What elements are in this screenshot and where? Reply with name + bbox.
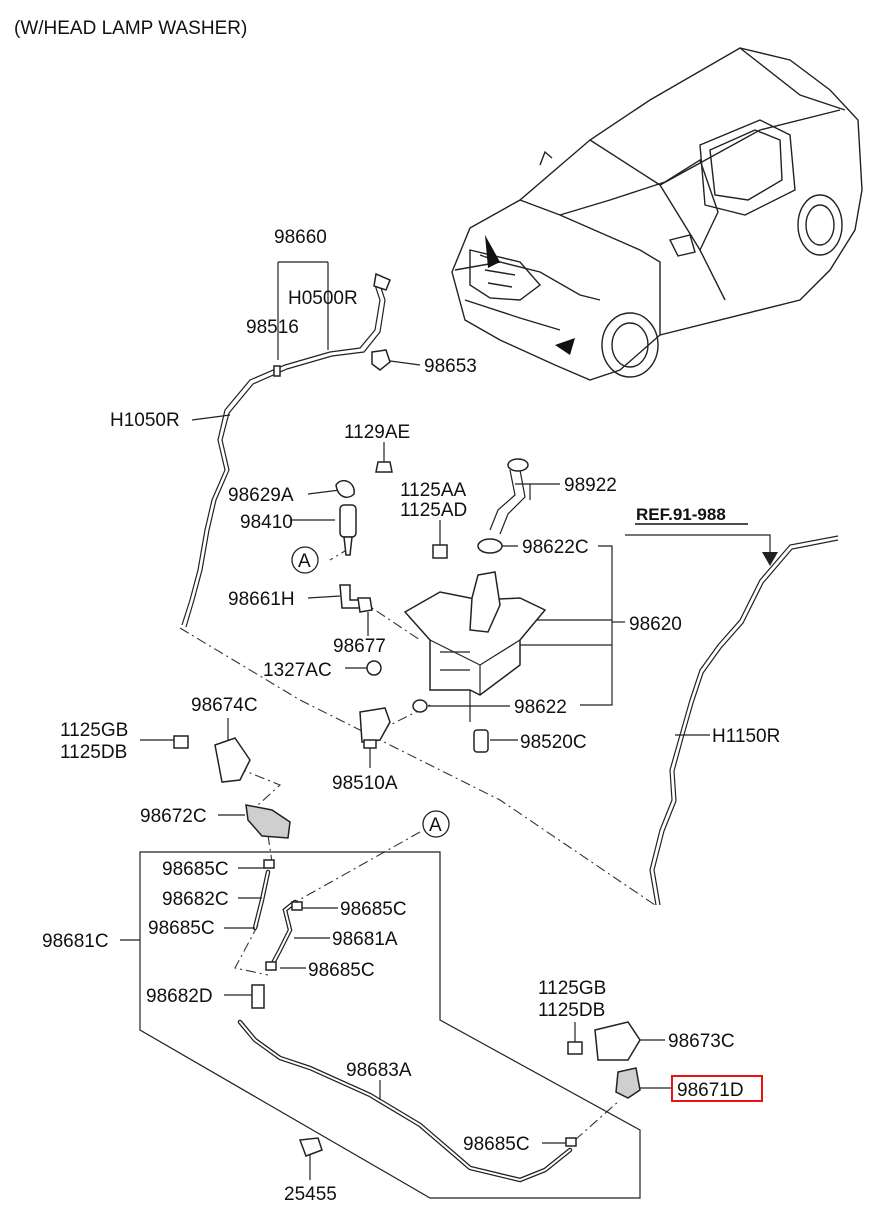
label-98653: 98653 xyxy=(424,356,477,377)
label-25455: 25455 xyxy=(284,1184,337,1205)
label-98520C: 98520C xyxy=(520,732,587,753)
label-1125GB-lower: 1125GB xyxy=(538,978,606,999)
ref-label: REF.91-988 xyxy=(636,505,726,524)
label-H0500R: H0500R xyxy=(288,288,358,309)
label-1125GB-upper: 1125GB xyxy=(60,720,128,741)
part-labels: 98660 H0500R 98516 98653 H1050R 1129AE 9… xyxy=(42,227,780,1205)
label-1125DB-lower: 1125DB xyxy=(538,1000,605,1021)
label-H1150R: H1150R xyxy=(712,726,780,747)
label-98410: 98410 xyxy=(240,512,293,533)
label-H1050R: H1050R xyxy=(110,410,180,431)
marker-a-upper: A xyxy=(291,546,319,574)
marker-a-lower: A xyxy=(422,810,450,838)
label-98683A: 98683A xyxy=(346,1060,412,1081)
label-98677: 98677 xyxy=(333,636,386,657)
label-98681C: 98681C xyxy=(42,931,109,952)
label-1327AC: 1327AC xyxy=(263,660,332,681)
label-98660: 98660 xyxy=(274,227,327,248)
svg-text:A: A xyxy=(429,815,442,836)
label-98510A: 98510A xyxy=(332,773,398,794)
label-98629A: 98629A xyxy=(228,485,294,506)
label-98673C: 98673C xyxy=(668,1031,735,1052)
label-98622: 98622 xyxy=(514,697,567,718)
label-1129AE: 1129AE xyxy=(344,422,410,443)
hoses xyxy=(181,284,839,1183)
label-1125AA: 1125AA xyxy=(400,480,467,501)
label-98682D: 98682D xyxy=(146,986,213,1007)
label-98685C-3: 98685C xyxy=(340,899,407,920)
label-98685C-2: 98685C xyxy=(148,918,215,939)
label-98682C: 98682C xyxy=(162,889,229,910)
label-98671D: 98671D xyxy=(677,1080,744,1101)
label-98516: 98516 xyxy=(246,317,299,338)
label-98685C-1: 98685C xyxy=(162,859,229,880)
vehicle-illustration xyxy=(451,47,863,381)
label-98620: 98620 xyxy=(629,614,682,635)
label-98685C-5: 98685C xyxy=(463,1134,530,1155)
label-1125DB-upper: 1125DB xyxy=(60,742,127,763)
ref-arrow xyxy=(635,523,778,566)
label-98685C-4: 98685C xyxy=(308,960,375,981)
diagram-title: (W/HEAD LAMP WASHER) xyxy=(14,18,247,39)
label-98661H: 98661H xyxy=(228,589,295,610)
label-98922: 98922 xyxy=(564,475,617,496)
label-98672C: 98672C xyxy=(140,806,207,827)
leader-lines-dashed xyxy=(179,547,656,1141)
label-98681A: 98681A xyxy=(332,929,398,950)
highlight-box-98671D xyxy=(671,1075,763,1102)
label-98674C: 98674C xyxy=(191,695,258,716)
label-98622C: 98622C xyxy=(522,537,589,558)
label-1125AD: 1125AD xyxy=(400,500,467,521)
assembly-frame xyxy=(120,851,641,1199)
leader-lines xyxy=(140,261,771,1180)
svg-text:A: A xyxy=(298,551,311,572)
components xyxy=(173,272,641,1157)
